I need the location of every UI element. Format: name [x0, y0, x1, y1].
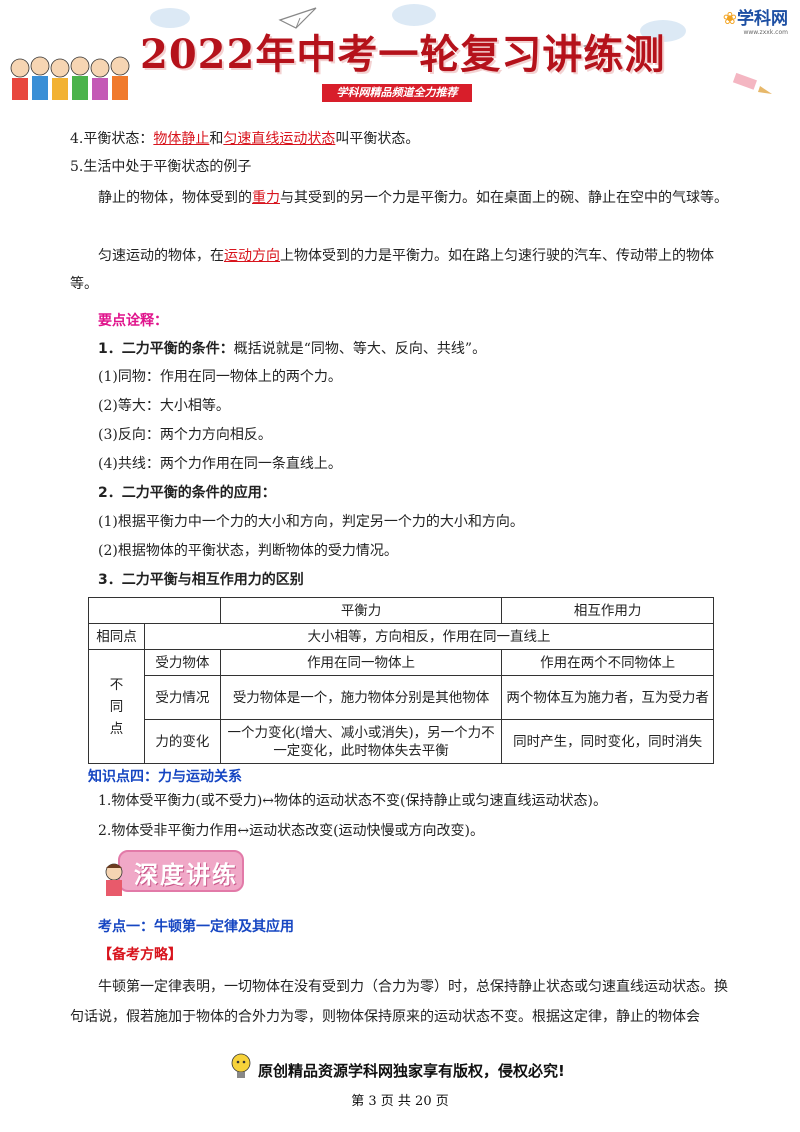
double-arrow-icon: ↔ — [262, 793, 275, 809]
paper-plane-icon — [582, 37, 611, 53]
application-2: (2)根据物体的平衡状态，判断物体的受力情况。 — [98, 543, 398, 559]
table-cell: 作用在同一物体上 — [219, 649, 503, 676]
depth-practice-badge: 深度讲练 — [100, 846, 245, 896]
children-illustration — [10, 56, 130, 100]
table-corner — [88, 597, 221, 624]
table-row-label: 受力物体 — [143, 649, 221, 676]
banner-title: 2022年中考一轮复习讲练测 — [140, 31, 666, 78]
badge-text: 深度讲练 — [134, 861, 238, 889]
condition-3: (3)反向：两个力方向相反。 — [98, 427, 272, 443]
lightbulb-mascot-icon — [231, 1053, 251, 1078]
table-row: 力的变化 一个力变化(增大、减小或消失)，另一个力不一定变化，此时物体失去平衡 … — [89, 719, 714, 764]
examples-heading: 5.生活中处于平衡状态的例子 — [70, 159, 252, 175]
application-1: (1)根据平衡力中一个力的大小和方向，判定另一个力的大小和方向。 — [98, 514, 524, 530]
difference-heading: 3．二力平衡与相互作用力的区别 — [98, 572, 304, 588]
table-row: 受力情况 受力物体是一个，施力物体分别是其他物体 两个物体互为施力者，互为受力者 — [89, 675, 714, 720]
table-header-interaction: 相互作用力 — [501, 597, 714, 624]
table-row: 平衡力 相互作用力 — [88, 597, 714, 624]
table-cell: 受力物体是一个，施力物体分别是其他物体 — [219, 675, 503, 720]
table-cell-same: 大小相等，方向相反，作用在同一直线上 — [143, 623, 715, 650]
site-logo[interactable]: ❀学科网 www.zxxk.com — [723, 4, 788, 36]
key-points-label: 要点诠释： — [98, 313, 168, 329]
table-cell: 两个物体互为施力者，互为受力者 — [501, 675, 714, 720]
logo-text: 学科网 — [737, 9, 788, 29]
table-cell: 同时产生，同时变化，同时消失 — [501, 719, 714, 764]
cloud-decoration — [392, 4, 436, 26]
logo-url: www.zxxk.com — [743, 29, 788, 36]
copyright-notice: 原创精品资源学科网独家享有版权，侵权必究! — [258, 1062, 565, 1080]
application-heading: 2．二力平衡的条件的应用： — [98, 485, 276, 501]
knowledge-point-4: 知识点四：力与运动关系 — [88, 769, 242, 785]
exam-point-1: 考点一：牛顿第一定律及其应用 — [98, 919, 294, 935]
table-cell: 作用在两个不同物体上 — [501, 649, 714, 676]
header-banner: 2022年中考一轮复习讲练测 学科网精品频道全力推荐 ❀学科网 www.zxxk… — [0, 0, 800, 108]
table-row: 相同点 大小相等，方向相反，作用在同一直线上 — [88, 623, 715, 650]
motion-relation-2: 2.物体受非平衡力作用↔运动状态改变(运动快慢或方向改变)。 — [98, 823, 485, 839]
double-arrow-icon: ↔ — [237, 823, 250, 839]
girl-icon — [105, 863, 123, 896]
table-row-label-same: 相同点 — [88, 623, 145, 650]
banner-subtitle: 学科网精品频道全力推荐 — [322, 84, 472, 102]
comparison-table: 平衡力 相互作用力 相同点 大小相等，方向相反，作用在同一直线上 不同点 受力物… — [88, 597, 715, 764]
page-number: 第 3 页 共 20 页 — [351, 1094, 449, 1109]
table-row-label: 受力情况 — [143, 675, 221, 720]
table-cell: 一个力变化(增大、减小或消失)，另一个力不一定变化，此时物体失去平衡 — [219, 719, 503, 764]
pencil-icon — [732, 72, 772, 94]
condition-2: (2)等大：大小相等。 — [98, 398, 230, 414]
logo-icon: ❀ — [722, 9, 737, 29]
condition-heading: 1．二力平衡的条件：概括说就是“同物、等大、反向、共线”。 — [98, 341, 487, 357]
condition-1: (1)同物：作用在同一物体上的两个力。 — [98, 369, 342, 385]
table-row-label-diff: 不同点 — [88, 649, 145, 764]
static-object-paragraph: 静止的物体，物体受到的重力与其受到的另一个力是平衡力。如在桌面上的碗、静止在空中… — [98, 190, 728, 206]
balance-state-line: 4.平衡状态：物体静止和匀速直线运动状态叫平衡状态。 — [70, 131, 420, 147]
motion-relation-1: 1.物体受平衡力(或不受力)↔物体的运动状态不变(保持静止或匀速直线运动状态)。 — [98, 793, 607, 809]
cloud-decoration — [150, 8, 190, 28]
uniform-motion-paragraph: 匀速运动的物体，在运动方向上物体受到的力是平衡力。如在路上匀速行驶的汽车、传动带… — [70, 248, 714, 292]
prep-strategy-label: 【备考方略】 — [98, 947, 182, 963]
badge-background — [118, 850, 244, 892]
table-header-balance: 平衡力 — [219, 597, 503, 624]
table-row-label: 力的变化 — [143, 719, 221, 764]
newton-paragraph: 牛顿第一定律表明，一切物体在没有受到力（合力为零）时，总保持静止状态或匀速直线运… — [70, 979, 728, 1025]
condition-4: (4)共线：两个力作用在同一条直线上。 — [98, 456, 342, 472]
table-row: 不同点 受力物体 作用在同一物体上 作用在两个不同物体上 — [88, 649, 714, 764]
cloud-decoration — [640, 20, 686, 42]
paper-plane-icon — [278, 7, 317, 29]
